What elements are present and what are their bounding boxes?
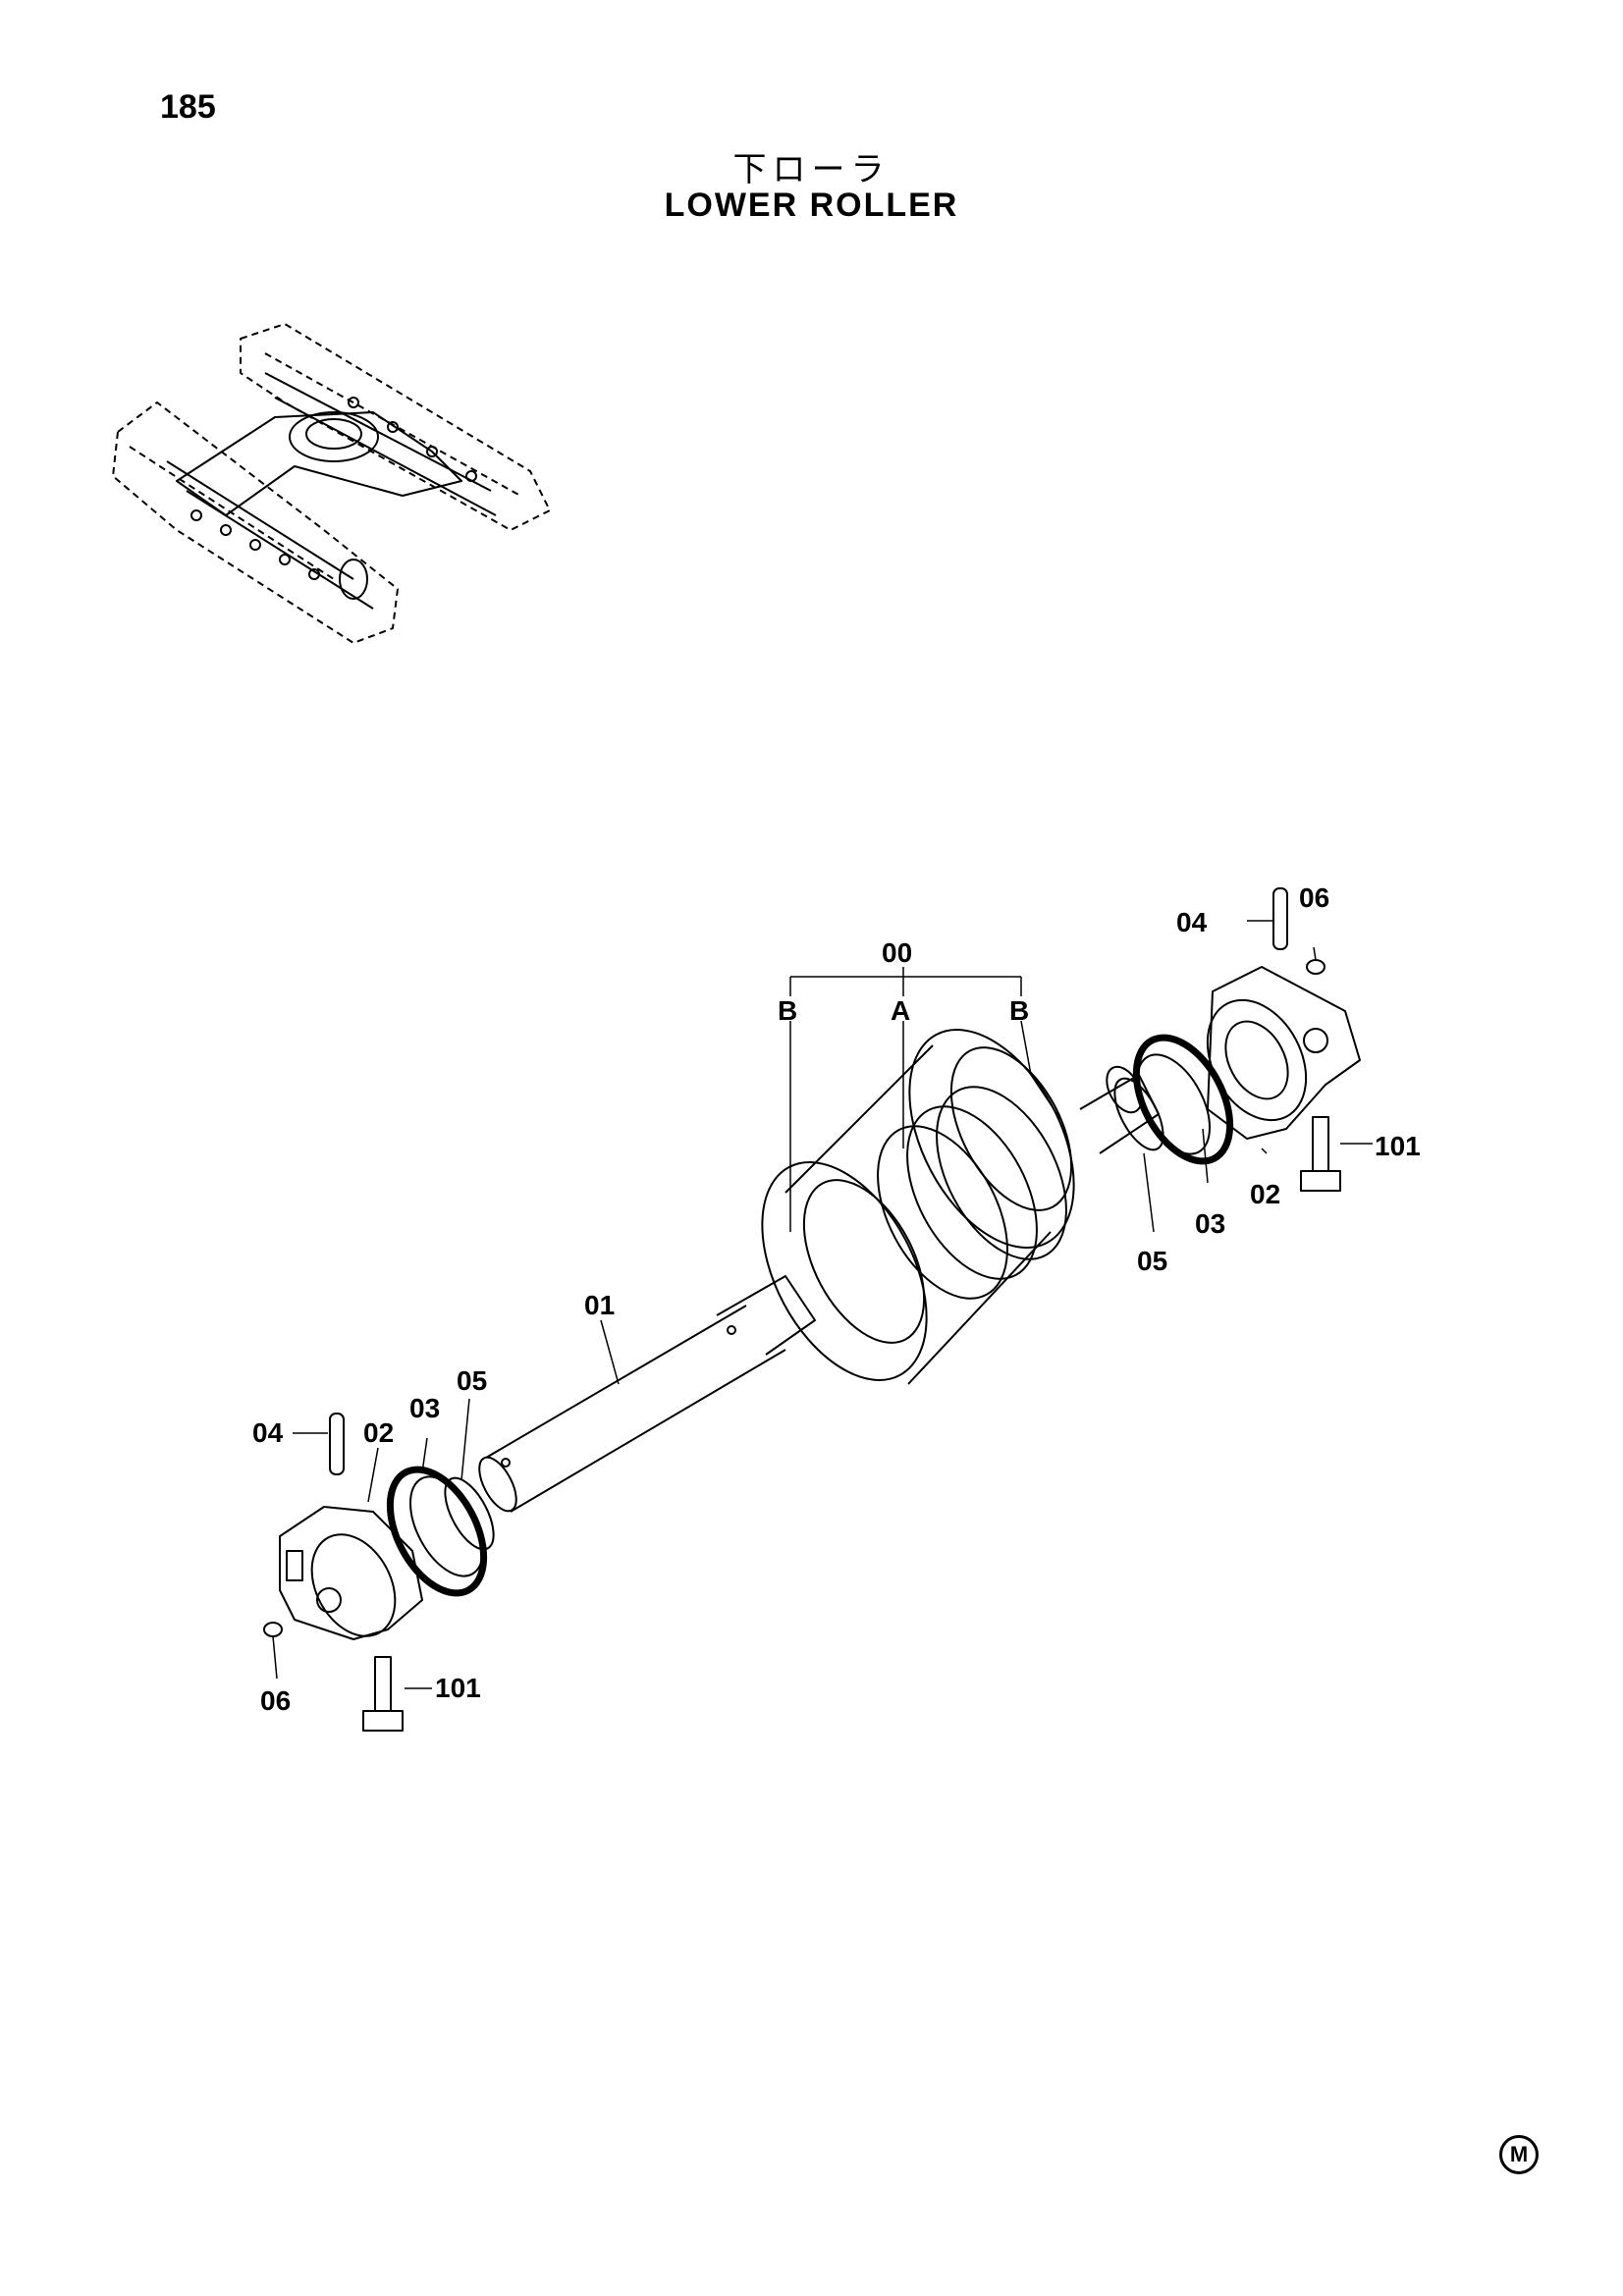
mark-symbol: M [1499,2135,1539,2174]
pin-right [1272,887,1288,950]
callout-101-left: 101 [435,1673,481,1703]
callout-04-right: 04 [1176,907,1208,937]
callout-b-left: B [778,995,798,1026]
collar-right [1206,966,1361,1140]
callout-01: 01 [584,1290,616,1320]
callout-04-left: 04 [252,1417,284,1448]
callout-05-left: 05 [457,1365,488,1396]
plug-right [1306,959,1325,975]
undercarriage-frame [166,372,497,610]
title-english: LOWER ROLLER [664,187,959,224]
collar-left [279,1506,423,1640]
plug-left [263,1622,283,1637]
callout-00: 00 [882,937,913,968]
title-japanese: 下ローラ [732,151,891,188]
pin-left [329,1413,345,1475]
bolt-right [1300,1116,1341,1192]
oring-right [1113,1077,1164,1151]
callout-06-right: 06 [1299,882,1330,913]
seal-inner [409,1053,1211,1577]
callout-06-left: 06 [260,1685,292,1716]
callout-03-left: 03 [409,1393,441,1423]
leader-lines [272,920,1373,1689]
callout-02-left: 02 [363,1417,395,1448]
shaft [478,1065,1160,1513]
oring-left [444,1476,495,1551]
callout-05-right: 05 [1137,1246,1168,1276]
callout-03-right: 03 [1195,1208,1226,1239]
callout-101-right: 101 [1375,1131,1421,1161]
callout-02-right: 02 [1250,1179,1281,1209]
undercarriage-thumbnail [112,323,551,644]
callout-a: A [891,995,911,1026]
seal-left [386,1466,488,1597]
page-number: 185 [160,88,216,126]
roller-body [761,1029,1075,1385]
callout-b-right: B [1009,995,1030,1026]
bolt-left [362,1656,404,1732]
